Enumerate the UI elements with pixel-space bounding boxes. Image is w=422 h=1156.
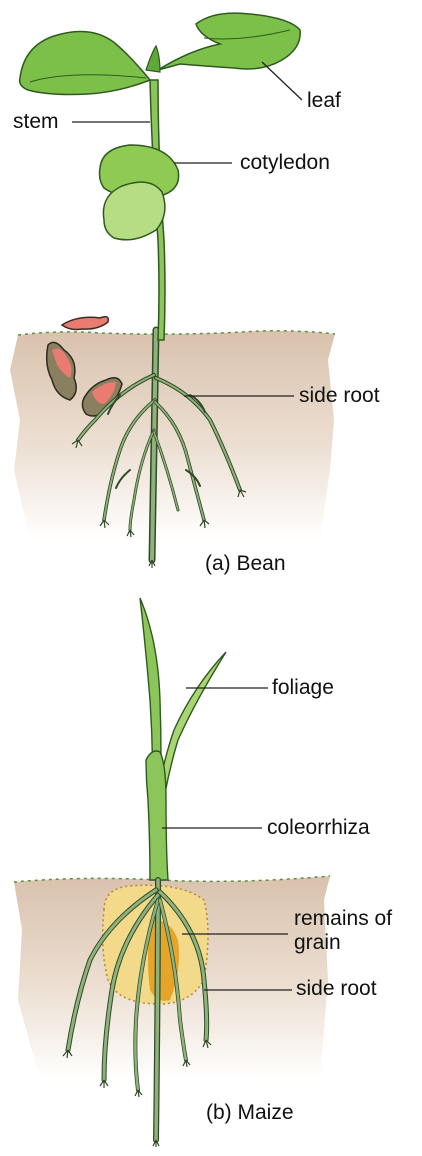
label-coleorrhiza: coleorrhiza: [267, 816, 370, 840]
label-stem: stem: [13, 110, 59, 134]
label-remains-of-grain: remains of grain: [294, 907, 422, 955]
bean-bud: [146, 46, 160, 72]
bean-leaf-left: [20, 32, 150, 95]
label-leaf: leaf: [307, 89, 341, 113]
bean-leaf-right: [158, 13, 300, 70]
bean-seedling: [10, 13, 335, 568]
maize-coleorrhiza: [146, 751, 168, 880]
label-foliage: foliage: [272, 676, 334, 700]
bean-seed-coat-top: [62, 317, 108, 330]
caption-bean: (a) Bean: [205, 552, 286, 576]
label-cotyledon: cotyledon: [240, 151, 330, 175]
caption-maize: (b) Maize: [206, 1101, 294, 1125]
label-bean-side-root: side root: [299, 384, 380, 408]
label-maize-side-root: side root: [296, 977, 377, 1001]
